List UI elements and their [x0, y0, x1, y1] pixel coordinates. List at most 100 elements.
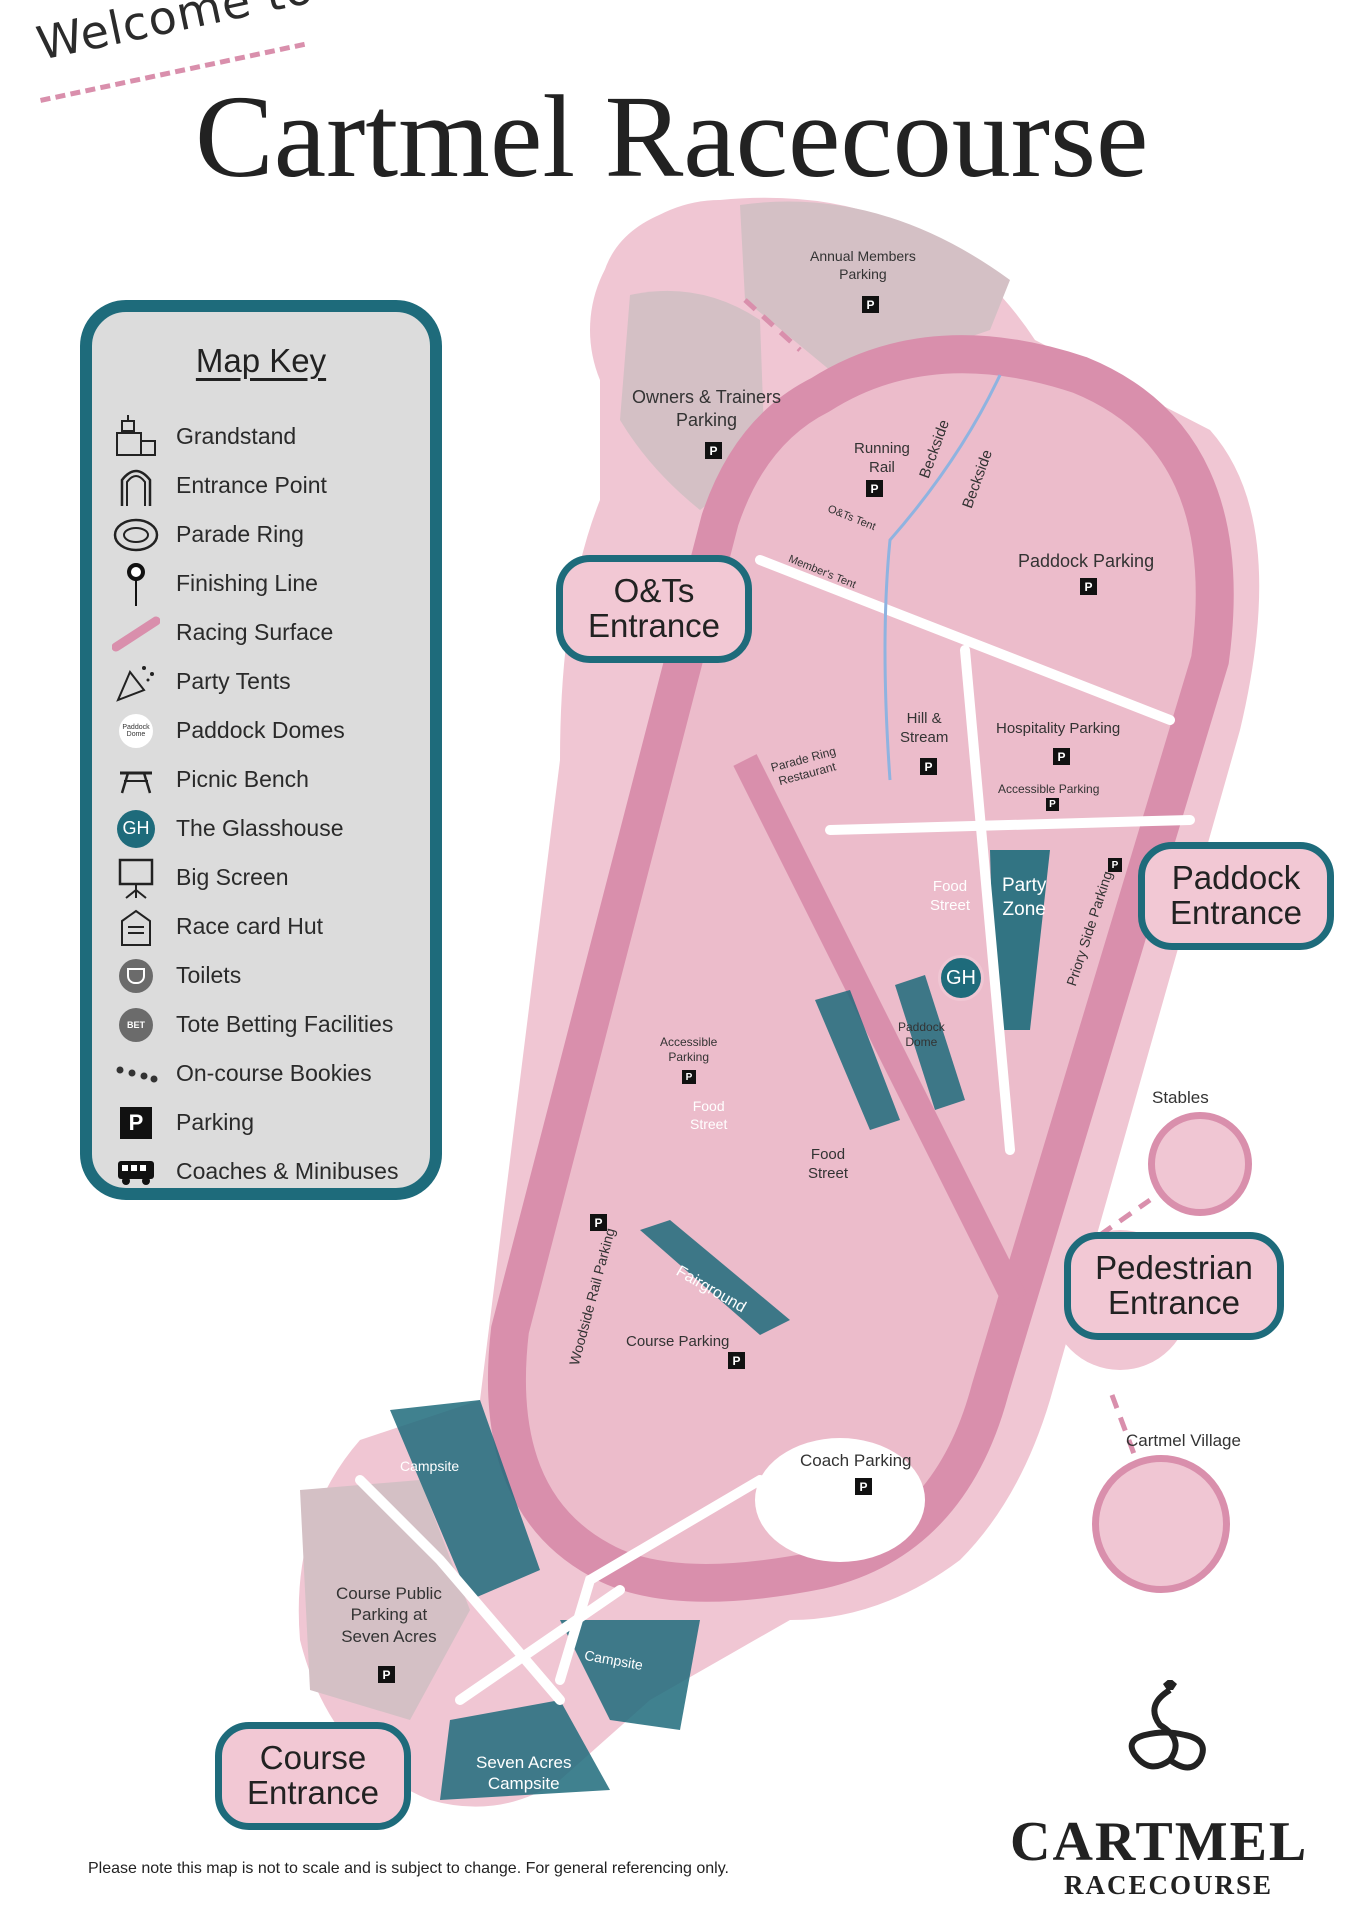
- map-key-item-paddock-dome: Paddock Dome Paddock Domes: [110, 706, 398, 755]
- glasshouse-badge: GH: [938, 955, 984, 1001]
- food-strips: [640, 850, 1050, 1335]
- course-entrance-label: Course Entrance: [215, 1722, 411, 1830]
- parking-badge-priory: P: [1108, 858, 1122, 872]
- course-entrance-text: Course Entrance: [246, 1739, 380, 1811]
- paddock-entrance-text: Paddock Entrance: [1169, 859, 1303, 931]
- stables-illustration: [1148, 1112, 1252, 1216]
- label-paddock-dome: Paddock Dome: [898, 1020, 945, 1049]
- map-key-label: Tote Betting Facilities: [176, 1011, 394, 1037]
- inner-track-crossing: [733, 754, 1027, 1306]
- map-key-label: Paddock Domes: [176, 717, 345, 743]
- label-campsite-1: Campsite: [400, 1458, 460, 1474]
- glasshouse-text: GH: [946, 966, 976, 989]
- parade-ring-icon: [110, 513, 162, 557]
- coach-icon: [110, 1150, 162, 1194]
- map-key-label: Coaches & Minibuses: [176, 1158, 399, 1184]
- label-stables: Stables: [1152, 1088, 1209, 1107]
- label-coach-parking: Coach Parking: [800, 1451, 912, 1470]
- label-paddock-parking: Paddock Parking: [1018, 551, 1155, 571]
- map-key-item-race-card-hut: Race card Hut: [110, 902, 398, 951]
- label-accessible-parking-2: Accessible Parking: [660, 1035, 718, 1064]
- label-food-street-1: Food Street: [930, 878, 971, 914]
- cartmel-logo-icon: [1105, 1678, 1235, 1790]
- map-key-label: Parade Ring: [176, 521, 304, 547]
- map-key-item-racing-surface: Racing Surface: [110, 608, 398, 657]
- cartmel-village-illustration: [1092, 1455, 1230, 1593]
- parking-badge-course: P: [728, 1352, 745, 1369]
- pedestrian-entrance-label: Pedestrian Entrance: [1064, 1232, 1284, 1340]
- map-key-label: Race card Hut: [176, 913, 324, 939]
- map-key-item-grandstand: Grandstand: [110, 412, 398, 461]
- disclaimer-note: Please note this map is not to scale and…: [88, 1860, 729, 1877]
- label-course-parking: Course Parking: [626, 1333, 730, 1350]
- parking-badge-running-rail: P: [866, 480, 883, 497]
- page-title: Cartmel Racecourse: [195, 71, 1149, 202]
- entrance-point-icon: [110, 464, 162, 508]
- map-key-label: Grandstand: [176, 423, 297, 449]
- connector-lines: [743, 298, 1152, 1471]
- map-key-label: Toilets: [176, 962, 242, 988]
- map-key-item-toilet: Toilets: [110, 951, 398, 1000]
- label-annual-members-parking: Annual Members Parking: [810, 248, 916, 282]
- map-key-item-coach: Coaches & Minibuses: [110, 1147, 398, 1196]
- map-key-item-tote-betting: BET Tote Betting Facilities: [110, 1000, 398, 1049]
- label-course-public-parking: Course Public Parking at Seven Acres: [336, 1584, 442, 1646]
- logo-subtitle: RACECOURSE: [1064, 1870, 1274, 1900]
- ots-entrance-text: O&Ts Entrance: [587, 572, 721, 644]
- tote-betting-icon: BET: [110, 1003, 162, 1047]
- parking-badge-owners: P: [705, 442, 722, 459]
- map-key-item-parade-ring: Parade Ring: [110, 510, 398, 559]
- paths: [355, 555, 1195, 1705]
- map-key-item-parking: P Parking: [110, 1098, 398, 1147]
- campsite-areas: [390, 1400, 700, 1800]
- parking-badge-hill: P: [920, 758, 937, 775]
- map-key-item-finishing-line: Finishing Line: [110, 559, 398, 608]
- parking-badge-woodside: P: [590, 1214, 607, 1231]
- map-key-label: Picnic Bench: [176, 766, 309, 792]
- parking-badge-hospitality: P: [1053, 748, 1070, 765]
- parking-badge-paddock: P: [1080, 578, 1097, 595]
- paddock-dome-icon: Paddock Dome: [110, 709, 162, 753]
- glasshouse-icon: GH: [110, 807, 162, 851]
- pedestrian-entrance-text: Pedestrian Entrance: [1095, 1249, 1253, 1321]
- map-key-label: Party Tents: [176, 668, 291, 694]
- map-key-label: On-course Bookies: [176, 1060, 372, 1086]
- parking-badge-coach: P: [855, 1478, 872, 1495]
- map-key-label: Finishing Line: [176, 570, 318, 596]
- party-tents-icon: [110, 660, 162, 704]
- label-food-street-3: Food Street: [808, 1146, 849, 1182]
- map-key-item-entrance-point: Entrance Point: [110, 461, 398, 510]
- map-key-label: Parking: [176, 1109, 254, 1135]
- big-screen-icon: [110, 856, 162, 900]
- ots-entrance-label: O&Ts Entrance: [556, 555, 752, 663]
- label-owners-trainers-parking: Owners & Trainers Parking: [632, 387, 782, 430]
- map-key-item-party-tents: Party Tents: [110, 657, 398, 706]
- parking-badge-accessible-1: P: [1046, 798, 1059, 811]
- map-key-label: The Glasshouse: [176, 815, 344, 841]
- map-key-label: Racing Surface: [176, 619, 334, 645]
- parking-badge-accessible-2: P: [682, 1070, 696, 1084]
- grandstand-icon: [110, 414, 162, 459]
- finishing-line-icon: [110, 562, 162, 606]
- paddock-entrance-label: Paddock Entrance: [1138, 842, 1334, 950]
- map-key-label: Big Screen: [176, 864, 289, 890]
- map-key-item-glasshouse: GH The Glasshouse: [110, 804, 398, 853]
- label-hospitality-parking: Hospitality Parking: [996, 720, 1121, 737]
- coach-parking-area: [755, 1438, 925, 1562]
- label-running-rail: Running Rail: [854, 440, 910, 476]
- map-key-title: Map Key: [195, 342, 327, 379]
- stream: [883, 374, 1002, 781]
- map-key-item-picnic-bench: Picnic Bench: [110, 755, 398, 804]
- map-key-item-bookies: On-course Bookies: [110, 1049, 398, 1098]
- parking-icon: P: [110, 1101, 162, 1145]
- logo-wordmark: CARTMEL: [1010, 1811, 1309, 1873]
- picnic-bench-icon: [110, 758, 162, 802]
- label-accessible-parking-1: Accessible Parking: [998, 782, 1100, 796]
- toilet-icon: [110, 954, 162, 998]
- bookies-icon: [110, 1052, 162, 1096]
- parking-badge-annual: P: [862, 296, 879, 313]
- map-key-item-big-screen: Big Screen: [110, 853, 398, 902]
